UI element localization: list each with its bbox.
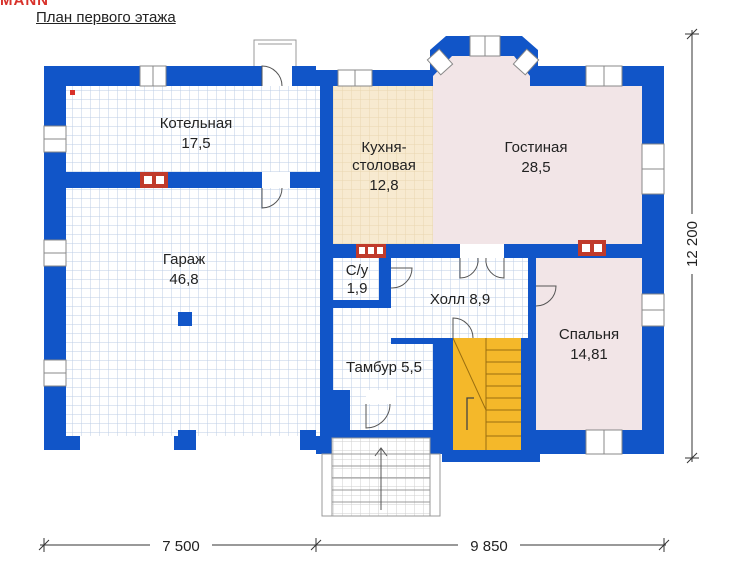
top-porch	[253, 39, 297, 69]
label-boiler-area: 17,5	[181, 135, 210, 152]
staircase	[453, 338, 521, 450]
doors	[80, 65, 557, 450]
entrance-steps	[321, 437, 441, 517]
dim-depth: 12 200	[684, 221, 701, 267]
plan-title: План первого этажа	[36, 9, 176, 26]
room-fills	[66, 56, 642, 450]
room-vestibule	[333, 308, 433, 390]
label-kitchen-line1: Кухня-	[361, 139, 406, 156]
label-kitchen-line2: столовая	[352, 157, 416, 174]
label-wc-area: 1,9	[347, 280, 368, 297]
label-living-name: Гостиная	[505, 139, 568, 156]
room-labels: Котельная 17,5 Кухня- столовая 12,8 Гост…	[160, 115, 619, 376]
brand-logo-text: MANN	[0, 0, 49, 9]
stair-steps	[452, 337, 521, 450]
label-bedroom-name: Спальня	[559, 326, 619, 343]
room-bedroom	[536, 258, 642, 430]
dim-right-width: 9 850	[470, 538, 508, 555]
label-wc-name: С/у	[346, 262, 369, 279]
label-boiler-name: Котельная	[160, 115, 233, 132]
label-kitchen-area: 12,8	[369, 177, 398, 194]
label-vestibule-name: Тамбур 5,5	[346, 359, 422, 376]
chimneys	[70, 90, 606, 450]
label-garage-name: Гараж	[163, 251, 205, 268]
dim-left-width: 7 500	[162, 538, 200, 555]
room-living	[433, 56, 642, 244]
room-boiler	[66, 86, 320, 172]
room-kitchen	[333, 86, 433, 244]
label-bedroom-area: 14,81	[570, 346, 608, 363]
label-garage-area: 46,8	[169, 271, 198, 288]
room-garage	[66, 188, 320, 436]
room-wc	[333, 258, 379, 300]
dimension-labels: 7 500 9 850 12 200	[150, 214, 702, 555]
label-hall-name: Холл 8,9	[430, 291, 490, 308]
label-living-area: 28,5	[521, 159, 550, 176]
